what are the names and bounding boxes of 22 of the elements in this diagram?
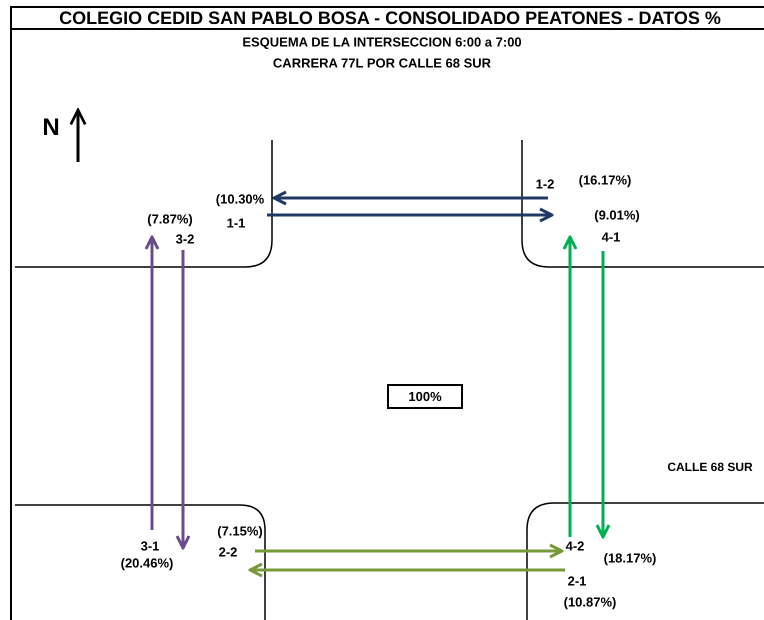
- percentage: (16.17%): [578, 172, 632, 188]
- title: COLEGIO CEDID SAN PABLO BOSA - CONSOLIDADO PEATONES - DATOS %: [10, 6, 764, 30]
- subtitle: ESQUEMA DE LA INTERSECCION 6:00 a 7:00: [242, 34, 522, 50]
- movement-code: 2-2: [218, 544, 238, 560]
- subtitle: CARRERA 77L POR CALLE 68 SUR: [272, 56, 492, 70]
- movement-code: 1-2: [536, 176, 554, 192]
- percentage: (10.87%): [564, 594, 616, 610]
- north-label: N: [42, 114, 60, 142]
- movement-code: 4-1: [602, 230, 620, 244]
- total-box: 100%: [387, 384, 463, 409]
- movement-code: 4-2: [566, 538, 584, 554]
- percentage: (7.15%): [217, 524, 263, 538]
- movement-code: 2-1: [568, 574, 586, 588]
- percentage: (20.46%): [120, 556, 174, 570]
- street-name: CALLE 68 SUR: [667, 460, 753, 474]
- movement-code: 3-2: [176, 232, 194, 246]
- percentage: (9.01%): [594, 208, 640, 222]
- percentage: (7.87%): [147, 212, 193, 226]
- percentage: (18.17%): [604, 550, 656, 566]
- movement-code: 1-1: [226, 216, 246, 230]
- percentage: (10.30%: [216, 192, 264, 206]
- movement-code: 3-1: [140, 538, 160, 554]
